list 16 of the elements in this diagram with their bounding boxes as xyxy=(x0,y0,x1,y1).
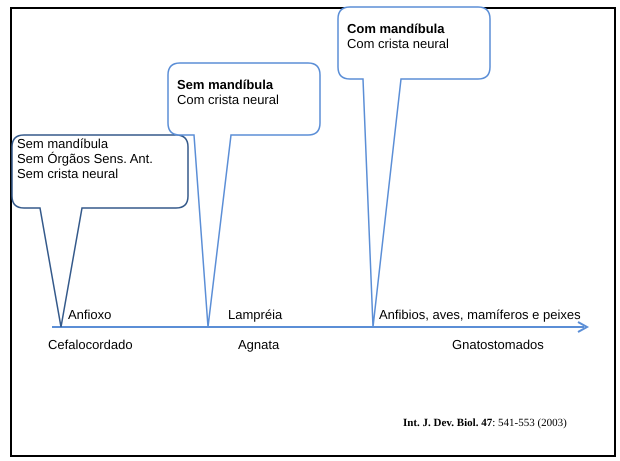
callout-heading: Com mandíbula xyxy=(347,21,446,36)
callout-text: Com crista neural xyxy=(347,36,449,51)
callout-bubble xyxy=(11,134,189,328)
species-label: Lampréia xyxy=(228,307,282,322)
callout-bubble xyxy=(167,62,321,328)
callout-text: Com crista neural xyxy=(177,92,279,107)
callout-text: Sem Órgãos Sens. Ant. xyxy=(17,151,153,166)
species-label: Anfioxo xyxy=(68,307,112,322)
group-label: Gnatostomados xyxy=(452,337,544,352)
species-label: Anfibios, aves, mamíferos e peixes xyxy=(379,307,581,322)
callout-heading: Sem mandíbula xyxy=(177,77,274,92)
group-label: Cefalocordado xyxy=(48,337,133,352)
callout-text: Sem mandíbula xyxy=(17,136,110,151)
group-label: Agnata xyxy=(238,337,280,352)
citation-text: Int. J. Dev. Biol. 47: 541-553 (2003) xyxy=(403,417,567,429)
callout-text: Sem crista neural xyxy=(17,166,120,181)
